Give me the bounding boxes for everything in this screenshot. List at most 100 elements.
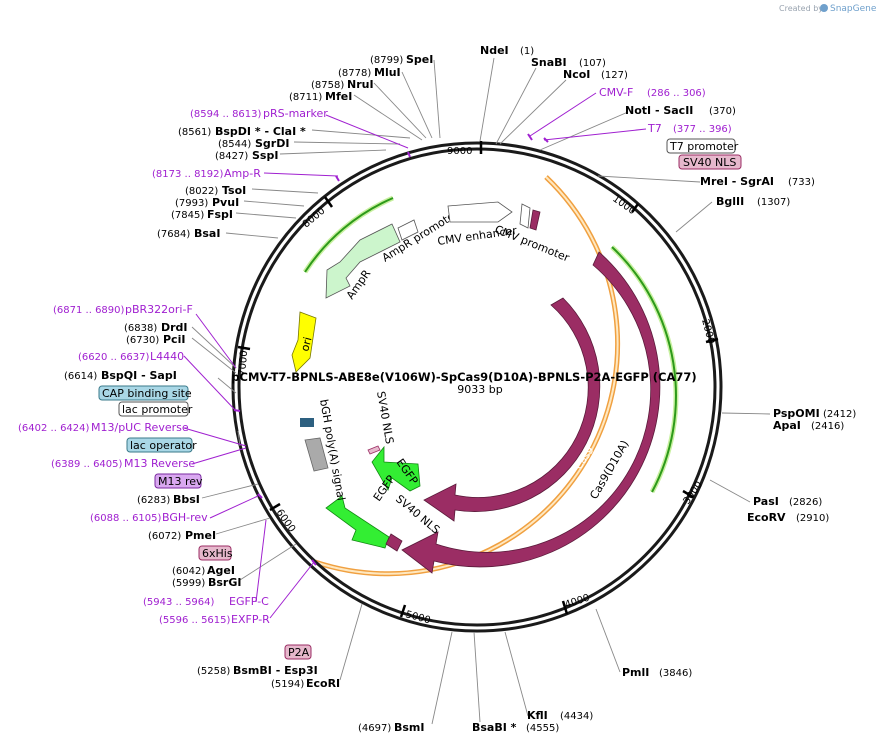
connector-pmli <box>595 608 621 673</box>
credit-prefix: Created by <box>779 4 823 13</box>
site-pmli-name[interactable]: PmlI <box>622 666 649 679</box>
connector-t7 <box>543 128 647 141</box>
sv40-nls-box[interactable] <box>678 154 742 170</box>
ruler-ticks <box>237 141 719 618</box>
site-apai-name[interactable]: ApaI <box>773 419 801 432</box>
lac-promoter-label: lac promoter <box>122 403 193 416</box>
connector-bsrgi <box>239 543 297 581</box>
lac-operator-box[interactable] <box>126 437 193 453</box>
site-bsmbi-name[interactable]: BsmBI - Esp3I <box>233 664 318 677</box>
site-tsoi-name[interactable]: TsoI <box>222 184 246 197</box>
site-bsmbi-pos: (5258) <box>197 666 230 677</box>
cmv-enhancer-arrow <box>447 201 513 223</box>
connector-pvui <box>243 200 305 207</box>
site-snabi-pos: (107) <box>579 58 606 69</box>
connector-clai <box>311 129 411 139</box>
site-sspi-name[interactable]: SspI <box>252 149 278 162</box>
connector-pmei <box>215 517 271 535</box>
site-mfei-name[interactable]: MfeI <box>325 90 352 103</box>
green-orf-track-ampr-line <box>304 197 394 273</box>
tick-label-8000: 8000 <box>301 206 328 231</box>
site-bsabi-name[interactable]: BsaBI * <box>472 721 517 734</box>
primer-t7-name[interactable]: T7 <box>647 122 662 135</box>
site-fspi-name[interactable]: FspI <box>207 208 233 221</box>
site-snabi-name[interactable]: SnaBI <box>531 56 567 69</box>
sv40-nls-lower-marker <box>385 533 403 552</box>
primer-amp-r-name[interactable]: Amp-R <box>224 167 261 180</box>
site-spei-pos: (8799) <box>370 55 403 66</box>
primer-mark-exfp-r <box>311 559 317 566</box>
site-noti-sacii-name[interactable]: NotI - SacII <box>625 104 693 117</box>
primer-l4440-name[interactable]: L4440 <box>150 350 184 363</box>
site-nrui-name[interactable]: NruI <box>347 78 374 91</box>
site-pasi-name[interactable]: PasI <box>753 495 779 508</box>
connector-cmv-f <box>529 92 597 137</box>
site-bsmi-name[interactable]: BsmI <box>394 721 425 734</box>
sv40-nls-inner-marker <box>367 445 381 455</box>
site-bbsi-name[interactable]: BbsI <box>173 493 200 506</box>
primer-m13-puc-name[interactable]: M13/pUC Reverse <box>91 421 189 434</box>
credit-brand: SnapGene <box>830 4 876 14</box>
primer-egfp-c-name[interactable]: EGFP-C <box>229 595 269 608</box>
site-pcii-name[interactable]: PciI <box>163 333 185 346</box>
t7-promoter-box[interactable] <box>666 138 736 154</box>
site-sgrdi-name[interactable]: SgrDI <box>255 137 289 150</box>
site-clai-name[interactable]: BspDI * - ClaI * <box>215 125 306 138</box>
site-bsai-name[interactable]: BsaI <box>194 227 220 240</box>
site-drdi-name[interactable]: DrdI <box>161 321 188 334</box>
primer-mark-cmv-f <box>527 133 533 141</box>
site-pasi-pos: (2826) <box>789 497 822 508</box>
t7-promoter-label: T7 promoter <box>669 140 739 153</box>
site-bspqi-name[interactable]: BspQI - SapI <box>101 369 177 382</box>
connector-ndei <box>479 57 495 142</box>
site-mrei-sgrai-name[interactable]: MreI - SgrAI <box>700 175 774 188</box>
connector-egfp-c <box>255 519 267 603</box>
site-ncoi-name[interactable]: NcoI <box>563 68 590 81</box>
site-bspqi-pos: (6614) <box>64 371 97 382</box>
connector-m13-reverse <box>191 447 247 465</box>
tick-5000 <box>399 604 407 618</box>
connector-spei <box>433 59 441 139</box>
p2a-box[interactable] <box>284 644 312 660</box>
site-pspomi-name[interactable]: PspOMI <box>773 407 820 420</box>
primer-prs-marker-name[interactable]: pRS-marker <box>263 107 328 120</box>
site-agei-name[interactable]: AgeI <box>207 564 235 577</box>
connector-bsmi <box>431 631 453 725</box>
site-mfei-pos: (8711) <box>289 92 322 103</box>
site-spei-name[interactable]: SpeI <box>406 53 433 66</box>
connector-prs-marker <box>325 114 409 149</box>
site-ndei-name[interactable]: NdeI <box>480 44 509 57</box>
cap-binding-site-label: CAP binding site <box>102 387 192 400</box>
connector-mlui <box>401 71 433 139</box>
site-ndei-pos: (1) <box>520 46 534 57</box>
primer-mark-t7 <box>543 137 549 143</box>
connector-m13-puc <box>183 427 247 447</box>
primer-m13-reverse-name[interactable]: M13 Reverse <box>124 457 195 470</box>
primer-bgh-rev-name[interactable]: BGH-rev <box>162 511 208 524</box>
egfp-lower-arrow <box>325 495 390 549</box>
bgh-polya-marker <box>304 437 329 472</box>
m13-rev-box[interactable] <box>154 473 202 489</box>
site-ecori-name[interactable]: EcoRI <box>306 677 340 690</box>
site-apai-pos: (2416) <box>811 421 844 432</box>
ampr-arrow <box>325 223 401 299</box>
site-mlui-name[interactable]: MluI <box>374 66 401 79</box>
site-bsrgi-name[interactable]: BsrGI <box>208 576 241 589</box>
site-bglii-name[interactable]: BglII <box>716 195 744 208</box>
site-kfli-name[interactable]: KflI <box>527 709 548 722</box>
his6-box[interactable] <box>198 545 232 561</box>
site-pmei-name[interactable]: PmeI <box>185 529 216 542</box>
site-bsmi-pos: (4697) <box>358 723 391 734</box>
site-pvui-name[interactable]: PvuI <box>212 196 239 209</box>
primer-pbr322ori-f-name[interactable]: pBR322ori-F <box>125 303 193 316</box>
primer-exfp-r-name[interactable]: EXFP-R <box>231 613 270 626</box>
site-ecorv-name[interactable]: EcoRV <box>747 511 786 524</box>
tick-1000 <box>631 203 639 213</box>
site-pmei-pos: (6072) <box>148 531 181 542</box>
primer-cmv-f-name[interactable]: CMV-F <box>599 86 633 99</box>
connector-bglii <box>675 201 713 233</box>
cap-binding-site-box[interactable] <box>98 385 189 401</box>
primer-pbr322ori-f-range: (6871 .. 6890) <box>53 305 125 316</box>
lac-promoter-box[interactable] <box>118 401 189 417</box>
tick-label-7000: 7000 <box>237 350 250 376</box>
